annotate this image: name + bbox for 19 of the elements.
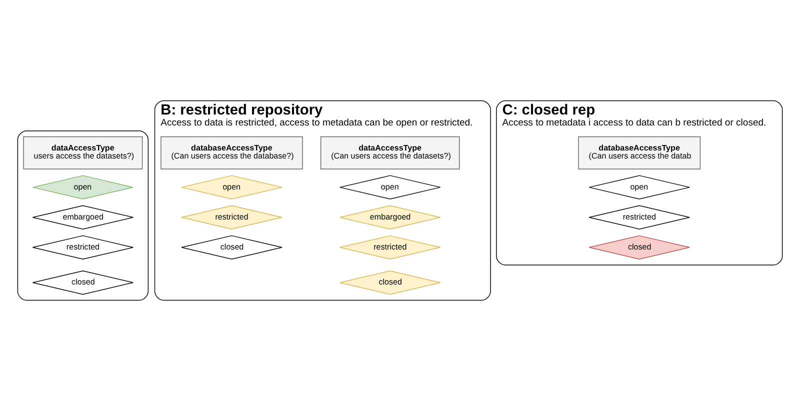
node-diamond: closed — [340, 270, 441, 294]
node-diamond: embargoed — [340, 204, 441, 229]
node-box: dataAccessType (Can users access the datasets?) — [320, 136, 460, 169]
node-box: dataAccessType users access the datasets?) — [23, 136, 143, 169]
node-diamond: open — [32, 174, 134, 199]
node-diamond: open — [588, 174, 690, 199]
node-diamond: closed — [181, 234, 282, 260]
node-diamond: open — [181, 174, 282, 199]
node-box: databaseAccessType (Can users access the database?) — [160, 136, 303, 169]
node-box: databaseAccessType (Can users access the datab — [578, 136, 701, 169]
node-diamond: restricted — [340, 234, 441, 260]
node-diamond: restricted — [181, 204, 282, 229]
node-diamond: closed — [588, 234, 690, 260]
node-diamond: restricted — [588, 204, 690, 229]
node-diamond: closed — [32, 270, 134, 294]
node-diamond: open — [340, 174, 441, 199]
node-diamond: restricted — [32, 234, 134, 260]
node-diamond: embargoed — [32, 204, 134, 229]
cluster — [17, 130, 149, 300]
